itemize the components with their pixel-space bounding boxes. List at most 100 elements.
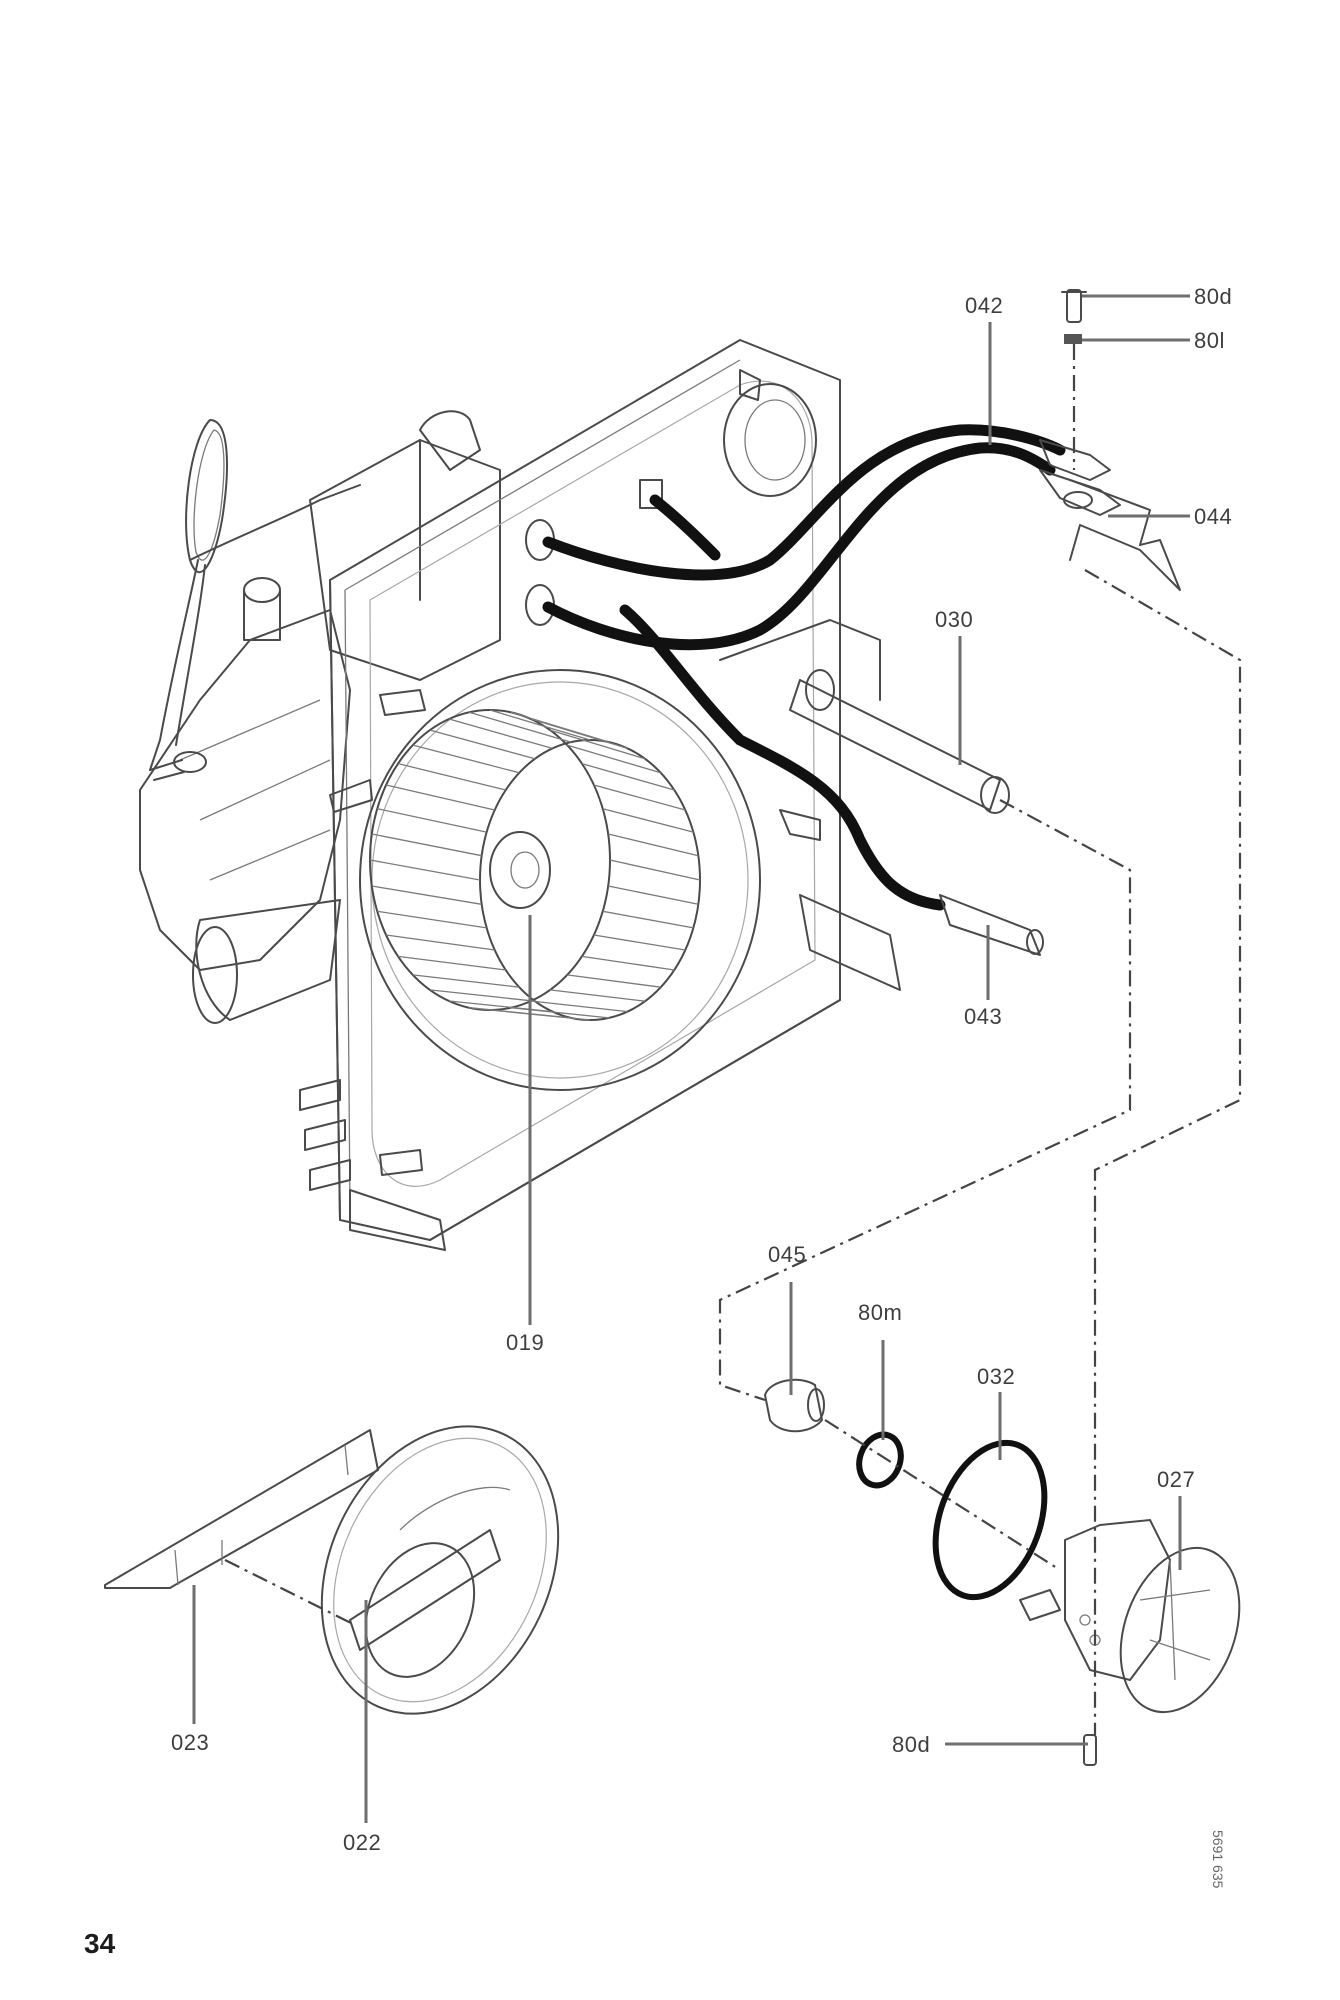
fan-blade [385, 784, 495, 811]
electrode-tube [789, 679, 1001, 811]
callout-042: 042 [965, 293, 1003, 318]
fan-blade [530, 1000, 628, 1013]
fan-housing-ring-inner [371, 681, 749, 1079]
assembly-lines [224, 344, 1242, 1735]
burner-housing-assembly [139, 339, 901, 1251]
terminal-block [639, 479, 663, 509]
nozzle-045 [764, 1378, 825, 1433]
fan-blade [549, 729, 646, 760]
axis-bracket-cover [224, 1559, 356, 1626]
holder-hole [1063, 491, 1093, 509]
top-connector [419, 410, 481, 471]
electrode-tube-collar [805, 669, 835, 711]
fan-blade [608, 885, 699, 905]
fan-blade [549, 989, 646, 1002]
base-edge [429, 959, 841, 1241]
right-foot [799, 894, 901, 991]
fan-blade [469, 1007, 571, 1019]
fan-wheel-019 [359, 669, 761, 1091]
screw-80d-bottom [1083, 1734, 1097, 1766]
valve-stem [243, 589, 281, 641]
fan-blade [581, 955, 675, 971]
callout-80l: 80l [1194, 328, 1225, 353]
pump-detail [179, 699, 331, 881]
fan-blade [377, 910, 487, 929]
washer-80l [1064, 334, 1082, 344]
cover-plate-slot [399, 1486, 511, 1531]
electrode-tube-030 [719, 619, 1010, 814]
callout-032: 032 [977, 1364, 1015, 1389]
callout-019: 019 [506, 1330, 544, 1355]
burner-head-stub [1019, 1589, 1061, 1621]
nozzle-body [764, 1378, 823, 1433]
flange-gasket [369, 380, 816, 1187]
fan-blade [412, 744, 520, 774]
fan-blade [566, 744, 661, 774]
callout-044: 044 [1194, 504, 1232, 529]
bottom-ribs [299, 1079, 351, 1191]
leader-lines [192, 294, 1190, 1823]
fan-blade [448, 1000, 553, 1013]
flange-left-edge [329, 579, 341, 1221]
bracket-023 [104, 1429, 379, 1589]
callout-030: 030 [935, 607, 973, 632]
fan-blade [386, 934, 495, 951]
pump-body [139, 609, 351, 971]
flange-bolt-1 [379, 689, 426, 716]
fan-blade [397, 762, 506, 791]
callout-045: 045 [768, 1242, 806, 1267]
fan-blade [377, 808, 487, 833]
screw-80d-bottom-icon [1083, 1734, 1097, 1766]
fan-blade [429, 729, 536, 760]
flange-foot [349, 1189, 446, 1251]
o-ring-032 [932, 1439, 1048, 1601]
axis-044-80d [1084, 569, 1242, 1735]
callout-80m: 80m [858, 1300, 902, 1325]
nozzle-tip [807, 1388, 825, 1422]
callout-labels: 042 80d 80l 044 030 043 019 045 80m 032 … [171, 284, 1232, 1855]
burner-head-flange [1064, 1519, 1171, 1681]
o-ring-80m [856, 1431, 904, 1489]
flange-port [723, 383, 817, 497]
fan-hub [489, 831, 551, 909]
electrode-tube-end [980, 776, 1010, 814]
fan-blade [412, 974, 520, 988]
fan-blade [369, 859, 481, 881]
fan-blade [609, 859, 701, 881]
callout-80d-top: 80d [1194, 284, 1232, 309]
fan-housing-ring [359, 669, 761, 1091]
fan-blade [469, 711, 572, 743]
bracket-slots [174, 1444, 349, 1586]
fan-blade [593, 934, 686, 951]
fan-blade [602, 808, 694, 833]
holder-bracket [1069, 479, 1181, 591]
fan-hub-center [510, 851, 540, 889]
burner-head-disc [1119, 1546, 1241, 1714]
sensor-tip [1026, 929, 1044, 955]
cover-plate-outer [320, 1425, 560, 1715]
fan-blade [489, 709, 591, 741]
fan-blade [371, 833, 482, 857]
fan-blade [398, 955, 506, 971]
flange-tab [739, 369, 761, 401]
flange-port-inner [744, 399, 806, 481]
burner-head-vanes [1139, 1559, 1211, 1681]
cover-plate-strap [349, 1529, 501, 1651]
callout-027: 027 [1157, 1467, 1195, 1492]
fan-blade [593, 784, 686, 811]
fan-blade [567, 974, 661, 988]
motor-cylinder [195, 899, 341, 1021]
motor-end [192, 926, 238, 1024]
callout-80d-bottom: 80d [892, 1732, 930, 1757]
wire-lead [149, 559, 206, 771]
drawing-reference-code: 5691 635 [1210, 1830, 1226, 1889]
axis-nozzle-head [824, 1419, 1061, 1571]
screw-80d-top-icon [1066, 289, 1082, 323]
cover-plate-rim [333, 1437, 547, 1703]
cover-plate-opening [364, 1542, 476, 1678]
fan-blade [429, 989, 536, 1002]
sensor-body [939, 894, 1041, 956]
fan-blade [581, 762, 675, 791]
burner-head-027 [1019, 1519, 1241, 1714]
